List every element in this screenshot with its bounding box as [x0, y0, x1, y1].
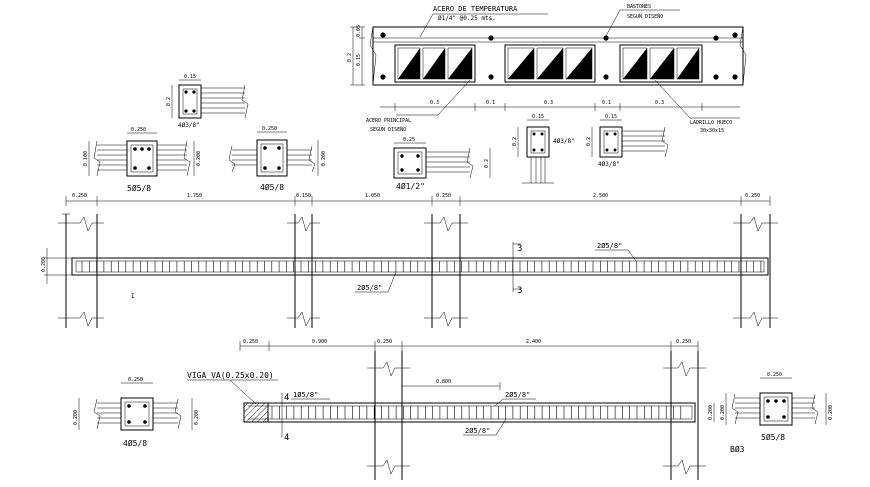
b2-dim-inner: 0.800 — [436, 379, 451, 385]
beam1-stirrups — [81, 261, 762, 272]
beam2-stirrups — [271, 406, 682, 419]
b1-bottom-bar-label: 2Ø5/8" — [357, 284, 382, 292]
s4-dim-h: 0.2 — [484, 159, 490, 168]
b1-dim-1: 0.250 — [72, 193, 87, 199]
brick-group-1 — [394, 44, 476, 83]
b1-dim-2: 1.750 — [187, 193, 202, 199]
b1-dim-5: 0.250 — [436, 193, 451, 199]
bastones-sub: SEGUN DISEÑO — [627, 13, 663, 20]
br-dim-w: 0.250 — [767, 372, 782, 378]
beam-2: 0.250 0.900 0.250 2.400 0.250 0.800 VIGA… — [187, 339, 715, 480]
slab-dim-bottom-3: 0.3 — [544, 100, 553, 106]
b1-dim-3: 0.150 — [296, 193, 311, 199]
b2-dim-1: 0.250 — [243, 339, 258, 345]
b2-bottom-bar-label: 2Ø5/8" — [465, 427, 490, 435]
br-label: 5Ø5/8 — [761, 432, 785, 442]
s4-dim-w: 0.25 — [403, 137, 415, 143]
br-dim-l: 0.200 — [720, 405, 726, 420]
brick-group-3 — [619, 44, 703, 83]
slab-section: ACERO DE TEMPERATURA Ø1/4" @0.25 mts. BA… — [347, 4, 747, 134]
s3-dim-w: 0.250 — [262, 126, 277, 132]
brick-group-2 — [504, 44, 596, 83]
s2-dim-w: 0.250 — [131, 127, 146, 133]
s2-dim-l: 0.100 — [83, 151, 89, 166]
b2-dim-5: 0.250 — [676, 339, 691, 345]
s6-dim-h: 0.2 — [586, 137, 592, 146]
bl-label: 4Ø5/8 — [123, 438, 147, 448]
s4-label: 4Ø1/2" — [396, 181, 425, 191]
slab-dim-bottom-4: 0.1 — [602, 100, 611, 106]
temp-steel-label: ACERO DE TEMPERATURA — [433, 5, 518, 13]
b1-top-bar-label: 2Ø5/8" — [597, 242, 622, 250]
b2-dim-height: 0.200 — [708, 405, 714, 420]
bl-dim-h: 0.200 — [194, 410, 200, 425]
s1-dim-w: 0.15 — [184, 74, 196, 80]
slab-dim-mid: 0.15 — [356, 54, 362, 66]
s3-dim-h: 0.200 — [321, 151, 327, 166]
brick-dims: 30x30x15 — [700, 128, 724, 134]
main-steel-sub: SEGUN DISEÑO — [370, 126, 406, 133]
br-dim-h: 0.200 — [828, 405, 834, 420]
section-6: 0.15 0.2 4Ø3/8" — [586, 114, 669, 168]
s5-dim-h: 0.2 — [512, 137, 518, 146]
section-2: 0.250 0.100 0.200 5Ø5/8 — [83, 127, 202, 193]
b1-dim-4: 1.050 — [365, 193, 380, 199]
bottom-section-right: 0.250 0.200 0.200 5Ø5/8 BØ3 — [720, 372, 834, 454]
b2-title: VIGA VA(0.25x0.20) — [187, 371, 274, 380]
b1-small-mark: I — [131, 293, 135, 300]
bl-dim-l: 0.200 — [73, 410, 79, 425]
b2-dim-3: 0.250 — [377, 339, 392, 345]
temp-steel-spec: Ø1/4" @0.25 mts. — [438, 15, 496, 22]
br-code: BØ3 — [730, 444, 745, 454]
section-1: 0.15 0.2 4Ø3/8" — [166, 74, 249, 129]
b1-dim-6: 2.500 — [593, 193, 608, 199]
slab-dim-bottom-1: 0.3 — [430, 100, 439, 106]
bl-dim-w: 0.250 — [128, 377, 143, 383]
b2-dim-4: 2.400 — [526, 339, 541, 345]
b2-cut-bottom: 4 — [284, 433, 289, 443]
slab-dim-bottom-2: 0.1 — [486, 100, 495, 106]
section-5: 0.15 0.2 4Ø3/8" — [512, 114, 575, 184]
b1-cut-bottom: 3 — [517, 286, 522, 296]
s1-dim-h: 0.2 — [166, 97, 172, 106]
brick-label: LADRILLO HUECO — [690, 120, 732, 126]
bastones-label: BASTONES — [627, 4, 651, 10]
s6-label: 4Ø3/8" — [598, 161, 620, 168]
s1-label: 4Ø3/8" — [178, 122, 200, 129]
b1-dim-height: 0.200 — [41, 257, 47, 272]
b2-cut-top: 4 — [284, 393, 289, 403]
slab-dim-height: 0.2 — [347, 53, 353, 62]
section-3: 0.250 0.200 4Ø5/8 — [228, 126, 327, 192]
s3-label: 4Ø5/8 — [260, 182, 284, 192]
s6-dim-w: 0.15 — [605, 114, 617, 120]
slab-dim-bottom-5: 0.3 — [655, 100, 664, 106]
bottom-section-left: 0.250 0.200 0.200 4Ø5/8 — [73, 377, 200, 448]
s2-dim-h: 0.200 — [196, 151, 202, 166]
s2-label: 5Ø5/8 — [127, 183, 151, 193]
b1-dim-7: 0.250 — [745, 193, 760, 199]
section-4: 0.25 0.2 4Ø1/2" — [393, 137, 491, 191]
b2-left-bar-label: 1Ø5/8" — [293, 391, 318, 399]
b2-top-bar-label: 2Ø5/8" — [505, 391, 530, 399]
b1-cut-top: 3 — [517, 244, 522, 254]
b2-dim-2: 0.900 — [312, 339, 327, 345]
s5-label: 4Ø3/8" — [553, 138, 575, 145]
beam-1: 0.250 1.750 0.150 1.050 0.250 2.500 0.25… — [41, 193, 778, 328]
main-steel-label: ACERO PRINCIPAL — [366, 118, 411, 124]
s5-dim-w: 0.15 — [532, 114, 544, 120]
slab-dim-top: 0.05 — [356, 25, 362, 37]
